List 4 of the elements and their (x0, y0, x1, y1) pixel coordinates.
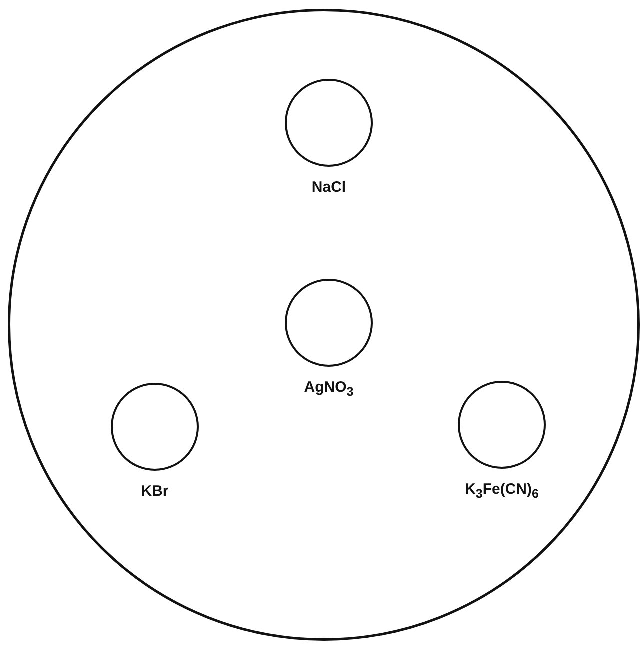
well-label: K$_{3}$Fe(CN)$_{6}$ (465, 481, 539, 501)
well-label: NaCl (312, 179, 346, 196)
well-label: AgNO$_{3}$ (304, 379, 354, 399)
well-label: KBr (141, 483, 169, 500)
